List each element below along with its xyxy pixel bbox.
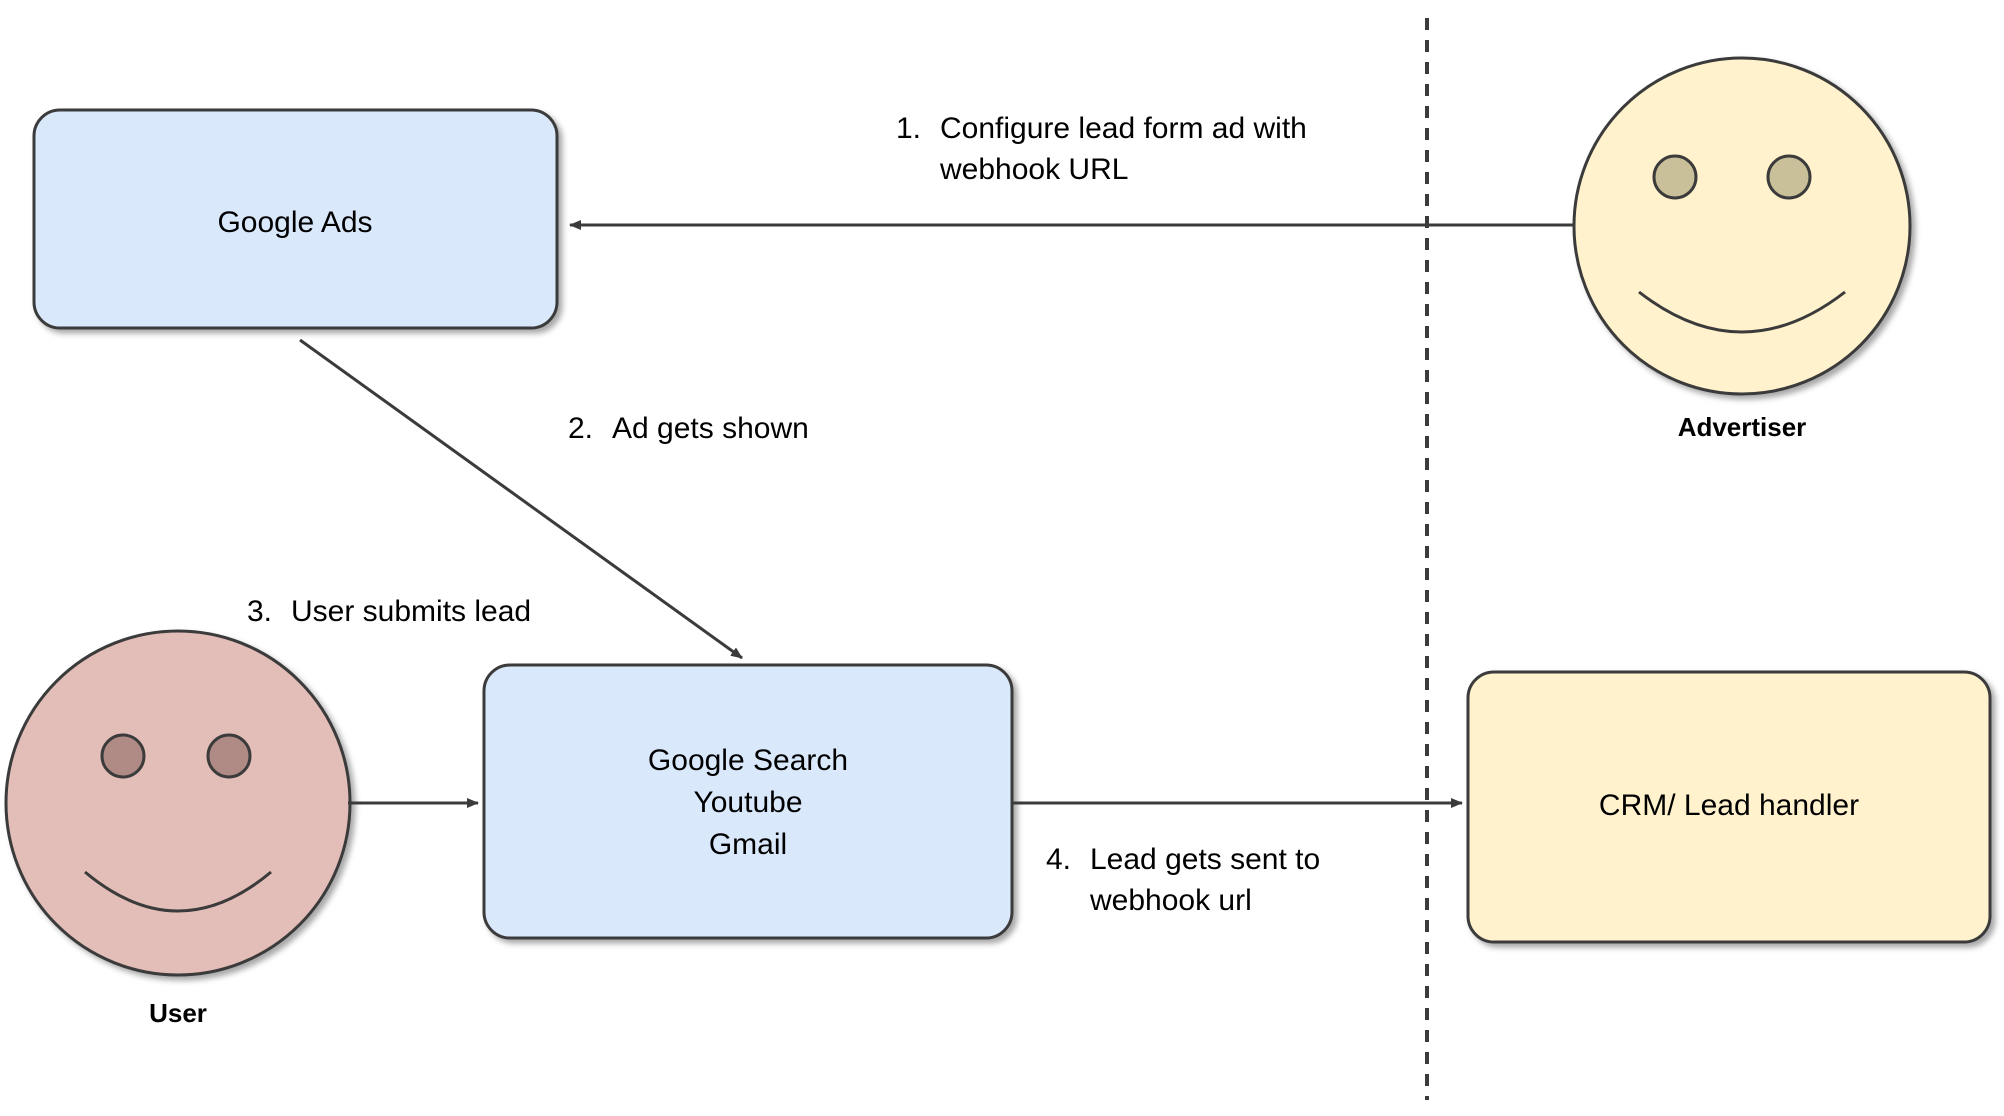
edge-step-3-number: 3. bbox=[247, 595, 272, 628]
google-ads-label: Google Ads bbox=[217, 206, 372, 239]
user-left-eye-icon bbox=[100, 733, 146, 779]
actor-advertiser[interactable]: Advertiser bbox=[1572, 56, 1912, 442]
actor-user[interactable]: User bbox=[4, 629, 352, 1028]
advertiser-face-circle[interactable] bbox=[1572, 56, 1912, 396]
user-right-eye-icon bbox=[206, 733, 252, 779]
edge-step-4-label-line-1: Lead gets sent to bbox=[1090, 843, 1320, 876]
google-ads-box[interactable] bbox=[32, 108, 559, 330]
crm-box[interactable] bbox=[1466, 670, 1992, 944]
edge-step-2: 2. Ad gets shown bbox=[299, 338, 809, 660]
node-crm-lead-handler[interactable]: CRM/ Lead handler bbox=[1466, 670, 1992, 944]
node-google-ads[interactable]: Google Ads bbox=[32, 108, 559, 330]
edge-step-3: 3. User submits lead bbox=[247, 595, 531, 808]
edge-step-3-label-line-1: User submits lead bbox=[291, 595, 531, 628]
google-surfaces-label-line-1: Google Search bbox=[648, 744, 848, 777]
edge-step-1-number: 1. bbox=[896, 112, 921, 145]
crm-label: CRM/ Lead handler bbox=[1599, 789, 1859, 822]
advertiser-smile-icon bbox=[1638, 290, 1846, 334]
edge-step-4-label-line-2: webhook url bbox=[1089, 884, 1252, 917]
edge-step-1-label-line-2: webhook URL bbox=[939, 153, 1128, 186]
advertiser-right-eye-icon bbox=[1766, 154, 1812, 200]
edge-step-2-arrow bbox=[299, 338, 743, 660]
google-surfaces-label-line-2: Youtube bbox=[693, 786, 802, 819]
user-smile-icon bbox=[84, 870, 272, 913]
advertiser-label: Advertiser bbox=[1678, 412, 1807, 442]
user-label: User bbox=[149, 998, 207, 1028]
edge-step-2-label-line-1: Ad gets shown bbox=[612, 412, 809, 445]
user-face-circle[interactable] bbox=[4, 629, 352, 977]
edge-step-4-number: 4. bbox=[1046, 843, 1071, 876]
edge-step-1: 1. Configure lead form ad with webhook U… bbox=[569, 112, 1574, 230]
advertiser-left-eye-icon bbox=[1652, 154, 1698, 200]
edge-step-1-label-line-1: Configure lead form ad with bbox=[940, 112, 1307, 145]
google-surfaces-label-line-3: Gmail bbox=[709, 828, 787, 861]
edge-step-4: 4. Lead gets sent to webhook url bbox=[1012, 798, 1463, 917]
node-google-surfaces[interactable]: Google Search Youtube Gmail bbox=[482, 663, 1014, 940]
edge-step-2-number: 2. bbox=[568, 412, 593, 445]
